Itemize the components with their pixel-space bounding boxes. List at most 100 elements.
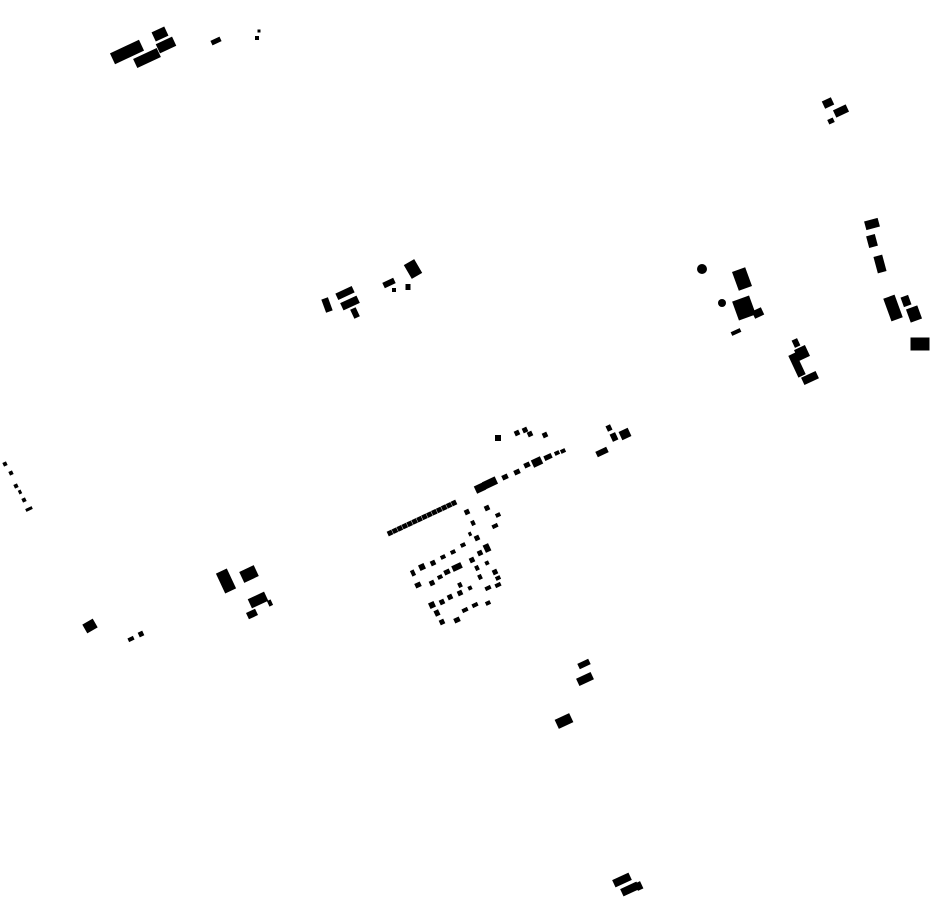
building-footprint: [382, 277, 396, 289]
building-footprint: [430, 508, 438, 516]
building-footprint: [350, 307, 360, 319]
building-footprint: [467, 585, 473, 591]
building-footprint: [414, 581, 422, 589]
building-footprint: [340, 295, 360, 311]
building-footprint: [481, 476, 499, 490]
building-footprint: [438, 598, 446, 606]
building-footprint: [827, 117, 835, 125]
building-footprint: [2, 461, 8, 467]
building-footprint: [453, 616, 461, 624]
building-footprint: [484, 600, 492, 606]
building-footprint: [435, 506, 443, 514]
building-footprint: [403, 259, 423, 279]
building-footprint: [392, 288, 396, 292]
building-footprint: [576, 671, 594, 687]
building-footprint: [82, 618, 98, 634]
round-building-footprint: [697, 264, 707, 274]
building-footprint: [17, 489, 23, 495]
building-footprint: [730, 328, 742, 336]
building-footprint: [832, 104, 850, 118]
building-footprint: [559, 448, 567, 454]
building-footprint: [468, 556, 476, 564]
building-footprint: [450, 499, 458, 507]
building-footprint: [457, 581, 463, 589]
building-footprint: [155, 36, 177, 54]
building-footprint: [523, 461, 531, 469]
building-footprint: [471, 601, 479, 609]
building-footprint: [474, 564, 480, 572]
building-footprint: [553, 450, 561, 456]
building-footprint: [530, 456, 544, 468]
building-footprint: [421, 513, 428, 521]
building-footprint: [513, 429, 521, 437]
building-footprint: [433, 609, 441, 617]
building-footprint: [483, 504, 491, 512]
building-footprint: [109, 39, 145, 65]
building-footprint: [445, 501, 453, 509]
building-footprint: [133, 47, 161, 69]
building-footprint: [484, 584, 492, 592]
building-footprint: [905, 305, 923, 323]
building-footprint: [495, 435, 501, 441]
building-footprint: [476, 549, 484, 557]
building-footprint: [595, 446, 609, 458]
building-footprint: [732, 267, 752, 291]
building-footprint: [463, 508, 471, 516]
building-footprint: [883, 294, 903, 322]
building-footprint: [513, 468, 521, 476]
building-footprint: [440, 504, 448, 511]
building-footprint: [788, 352, 806, 378]
building-footprint: [247, 591, 269, 609]
building-footprint: [459, 542, 467, 548]
building-footprint: [554, 713, 574, 729]
building-footprint: [494, 512, 502, 518]
building-footprint: [864, 217, 880, 231]
round-building-footprint: [718, 299, 726, 307]
building-footprint: [501, 473, 509, 481]
building-footprint: [484, 560, 490, 566]
building-footprint: [543, 453, 553, 461]
building-footprint: [386, 529, 394, 537]
building-footprint: [428, 579, 436, 587]
building-footprint: [620, 881, 640, 897]
building-footprint: [467, 531, 473, 537]
building-footprint: [13, 483, 19, 489]
building-footprint: [866, 234, 878, 248]
building-footprint: [491, 568, 499, 576]
building-footprint: [482, 543, 492, 553]
building-footprint: [521, 426, 529, 434]
building-footprint: [873, 254, 887, 274]
building-footprint: [751, 307, 765, 319]
building-footprint: [526, 430, 534, 438]
building-footprint: [605, 424, 613, 432]
building-footprint: [541, 431, 549, 439]
building-footprint: [210, 36, 222, 46]
building-footprint: [429, 559, 437, 567]
building-footprint: [391, 527, 399, 535]
building-footprint: [491, 522, 499, 530]
building-footprint: [443, 568, 451, 576]
building-footprint: [577, 658, 591, 670]
building-footprint: [801, 370, 819, 386]
building-footprint: [612, 872, 632, 888]
building-footprint: [215, 568, 237, 594]
building-footprint: [411, 518, 418, 525]
building-footprint: [406, 520, 414, 528]
building-footprint: [266, 599, 274, 607]
building-footprint: [401, 522, 409, 530]
building-footprint: [321, 297, 333, 313]
building-footprint: [257, 29, 261, 33]
building-footprint: [396, 525, 404, 532]
building-footprint: [477, 573, 483, 581]
building-footprint: [8, 470, 14, 476]
building-footprint: [405, 284, 411, 290]
building-footprint: [494, 581, 502, 589]
building-footprint: [446, 593, 454, 601]
building-footprint: [255, 36, 259, 40]
building-footprint: [791, 338, 801, 348]
building-footprint: [910, 337, 930, 351]
building-footprint: [335, 286, 355, 300]
building-footprint: [461, 606, 469, 614]
building-footprint: [821, 97, 835, 109]
building-footprint: [494, 575, 502, 581]
